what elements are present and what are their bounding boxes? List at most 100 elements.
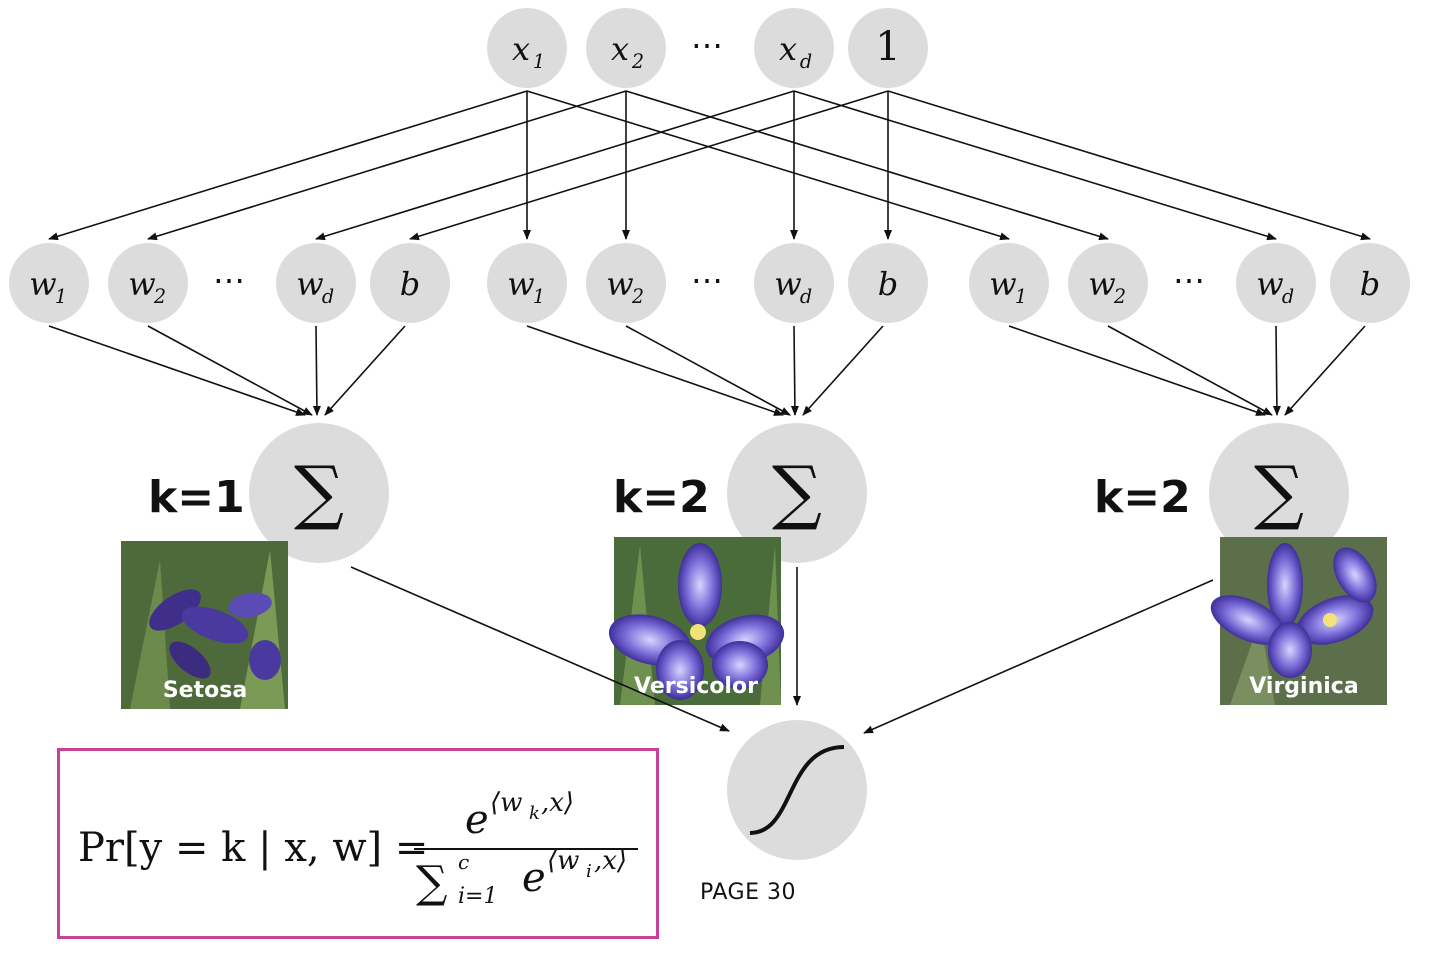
node-label: w	[296, 265, 323, 303]
node-label: b	[1360, 265, 1380, 303]
node-label-sub: d	[322, 285, 334, 308]
page-number: PAGE 30	[700, 880, 796, 905]
sum-symbol: ∑	[294, 451, 344, 533]
weight-node-1-2: w2	[108, 243, 188, 323]
weight-sum-edge	[1272, 325, 1281, 416]
weight-node-1-1: w1	[9, 243, 89, 323]
weight-node-3-2: w2	[1068, 243, 1148, 323]
weight-node-3-3: ⋯	[1173, 261, 1205, 299]
input-weight-edge	[147, 90, 627, 241]
node-label-sub: 2	[631, 50, 644, 73]
weight-sum-edge	[526, 325, 784, 416]
sigmoid-icon	[749, 745, 845, 835]
weight-sum-edge	[802, 325, 884, 416]
numerator-exp: ⟨w	[490, 788, 522, 818]
weight-node-2-1: w1	[487, 243, 567, 323]
weight-node-1-4: wd	[276, 243, 356, 323]
numerator-exp-tail: ,x⟩	[541, 788, 574, 818]
node-label: w	[606, 265, 633, 303]
edges-layer	[48, 90, 1371, 416]
setosa-image: Setosa	[121, 541, 288, 709]
flower-caption: Virginica	[1249, 674, 1358, 699]
class-label-1: k=1	[148, 472, 245, 523]
node-label: 1	[875, 24, 900, 70]
ellipsis-glyph: ⋯	[213, 261, 245, 299]
node-label-sub: 2	[153, 285, 166, 308]
sum-symbol: ∑	[1254, 451, 1304, 533]
node-label: w	[1088, 265, 1115, 303]
input-node-3: ⋯	[691, 26, 723, 64]
input-weight-edge	[315, 90, 795, 241]
weight-node-1-3: ⋯	[213, 261, 245, 299]
flower-caption: Setosa	[163, 678, 247, 703]
weight-node-2-3: ⋯	[691, 261, 723, 299]
node-label: w	[29, 265, 56, 303]
input-weight-edge	[526, 90, 1010, 241]
denominator-exp: ⟨w	[547, 846, 579, 876]
node-label: x	[512, 30, 530, 68]
versicolor-image: Versicolor	[608, 537, 785, 705]
input-weight-edge	[48, 90, 528, 241]
weight-sum-edge	[1008, 325, 1266, 416]
node-label-sub: 1	[1015, 285, 1027, 308]
weight-node-1-5: b	[370, 243, 450, 323]
denominator-sub: i=1	[458, 884, 497, 909]
output-edges	[350, 566, 1214, 734]
class-label-2: k=2	[613, 472, 710, 523]
flower-caption: Versicolor	[634, 674, 758, 699]
ellipsis-glyph: ⋯	[691, 26, 723, 64]
node-label-sub: 1	[533, 285, 545, 308]
input-weight-edge	[409, 90, 889, 241]
class-label-3: k=2	[1094, 472, 1191, 523]
weight-sum-edge	[312, 325, 321, 416]
output-node	[727, 720, 867, 860]
weight-node-3-5: b	[1330, 243, 1410, 323]
denominator-base: e	[522, 855, 546, 901]
weight-node-2-5: b	[848, 243, 928, 323]
node-label-sub: d	[800, 285, 812, 308]
numerator-base: e	[465, 797, 489, 843]
virginica-image: Virginica	[1210, 537, 1387, 705]
denominator-exp-tail: ,x⟩	[594, 846, 627, 876]
sum-node-1: ∑	[249, 423, 389, 563]
input-weight-edge	[625, 90, 1109, 241]
sum-node-2: ∑	[727, 423, 867, 563]
weight-sum-edge	[625, 325, 791, 416]
node-label-sub: 2	[1113, 285, 1126, 308]
ellipsis-glyph: ⋯	[691, 261, 723, 299]
node-label: w	[989, 265, 1016, 303]
node-label-sub: d	[800, 50, 812, 73]
weight-sum-edge	[147, 325, 313, 416]
softmax-formula-box: Pr[y = k | x, w] = e ⟨w k ,x⟩ ∑ c i=1 e …	[57, 748, 659, 939]
node-label: b	[400, 265, 420, 303]
input-weight-edge	[793, 90, 1277, 241]
node-label: w	[774, 265, 801, 303]
weight-sum-edge	[1284, 325, 1366, 416]
ellipsis-glyph: ⋯	[1173, 261, 1205, 299]
formula-lhs: Pr[y = k | x, w] =	[78, 825, 428, 871]
node-label-sub: 2	[631, 285, 644, 308]
node-label-sub: 1	[533, 50, 545, 73]
sum-node-3: ∑	[1209, 423, 1349, 563]
input-node-5: 1	[848, 8, 928, 88]
node-label: w	[128, 265, 155, 303]
weight-sum-edge	[48, 325, 306, 416]
node-label: x	[611, 30, 629, 68]
node-label: x	[779, 30, 797, 68]
sum-symbol: ∑	[772, 451, 822, 533]
node-label: w	[1256, 265, 1283, 303]
node-label: b	[878, 265, 898, 303]
node-label-sub: 1	[55, 285, 67, 308]
weight-sum-edge	[1107, 325, 1273, 416]
weight-node-3-4: wd	[1236, 243, 1316, 323]
input-weight-edge	[887, 90, 1371, 241]
weight-sum-edge	[790, 325, 799, 416]
weight-node-2-2: w2	[586, 243, 666, 323]
denominator-sup: c	[458, 850, 469, 874]
weight-sum-edge	[324, 325, 406, 416]
